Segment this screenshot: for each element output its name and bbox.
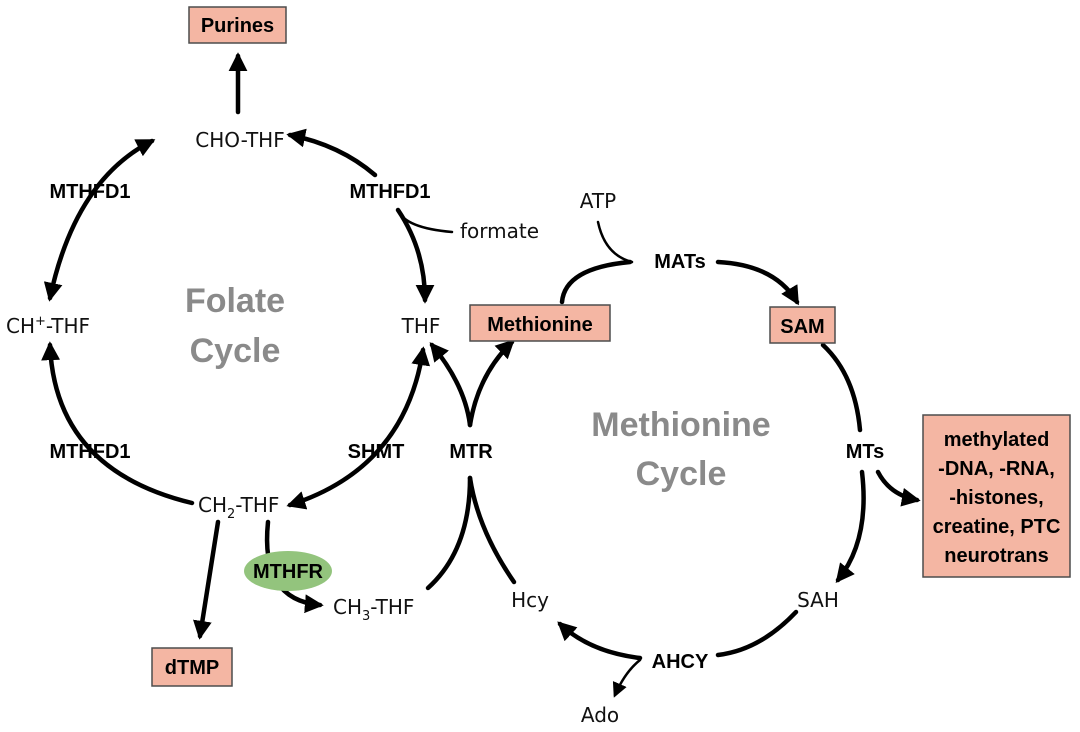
folate-cycle-title-1: Folate <box>185 282 285 320</box>
mthfd1-top-right-label: MTHFD1 <box>349 181 430 203</box>
arrow-mthfd1-top-right <box>286 128 378 178</box>
methionine-cycle-title-1: Methionine <box>591 406 770 444</box>
methylated-line-3: -histones, <box>949 487 1043 509</box>
arrow-ahcy-to-ado <box>612 658 642 698</box>
atp-label: ATP <box>580 189 616 213</box>
arrow-mthfd1-top-left <box>43 138 156 302</box>
methionine-cycle-title-2: Cycle <box>636 455 727 493</box>
methionine-label: Methionine <box>487 314 593 336</box>
methionine-box: Methionine <box>469 304 611 342</box>
arrow-mts-to-sah <box>835 469 866 583</box>
methionine-arrows <box>425 220 921 698</box>
arrow-mtr-to-methionine <box>467 339 515 428</box>
methylated-box: methylated -DNA, -RNA, -histones, creati… <box>922 414 1071 578</box>
mthfr-label: MTHFR <box>253 561 324 583</box>
ahcy-label: AHCY <box>652 651 709 673</box>
arrow-mats-from-met <box>559 259 633 305</box>
arrow-sam-to-mts <box>820 342 863 433</box>
arrow-ch2-to-dtmp <box>193 519 221 640</box>
mts-label: MTs <box>846 441 885 463</box>
arrow-mts-to-methylated <box>875 469 921 507</box>
arrow-sah-to-ahcy <box>715 609 799 658</box>
arrow-mats-to-sam <box>715 259 800 306</box>
purines-box: Purines <box>188 6 287 44</box>
purines-label: Purines <box>201 15 274 37</box>
cho-thf-label: CHO-THF <box>195 128 284 152</box>
sam-box: SAM <box>769 306 836 344</box>
dtmp-box: dTMP <box>151 647 233 687</box>
thf-label: THF <box>401 314 441 338</box>
methylated-line-2: -DNA, -RNA, <box>938 458 1055 480</box>
folate-cycle-title-2: Cycle <box>190 332 281 370</box>
ch3-thf-label: CH3-THF <box>333 595 414 624</box>
dtmp-label: dTMP <box>165 657 219 679</box>
mtr-label: MTR <box>449 441 493 463</box>
arrow-formate <box>396 208 454 234</box>
mats-label: MATs <box>654 251 705 273</box>
hcy-label: Hcy <box>511 588 549 612</box>
arrow-shmt <box>286 346 431 510</box>
methylated-line-4: creatine, PTC <box>933 516 1061 538</box>
formate-label: formate <box>460 219 539 243</box>
mthfd1-bottom-left-label: MTHFD1 <box>49 441 130 463</box>
ch2-thf-label: CH2-THF <box>198 493 279 522</box>
mthfr-enzyme: MTHFR <box>244 551 332 591</box>
shmt-label: SHMT <box>348 441 405 463</box>
arrow-ahcy-to-hcy <box>557 621 643 661</box>
methylated-line-1: methylated <box>944 429 1050 451</box>
ado-label: Ado <box>581 703 619 727</box>
sam-label: SAM <box>780 316 824 338</box>
sah-label: SAH <box>797 588 839 612</box>
arrow-atp <box>596 220 634 264</box>
arrow-ch3-to-mtr <box>425 475 473 591</box>
arrow-mtr-to-thf <box>429 342 473 428</box>
arrow-hcy-to-mtr <box>467 475 517 585</box>
arrow-mthfd1-bottom-left <box>41 341 195 506</box>
ch-plus-thf-label: CH+-THF <box>6 314 90 338</box>
methylated-line-5: neurotrans <box>944 545 1048 567</box>
mthfd1-top-left-label: MTHFD1 <box>49 181 130 203</box>
